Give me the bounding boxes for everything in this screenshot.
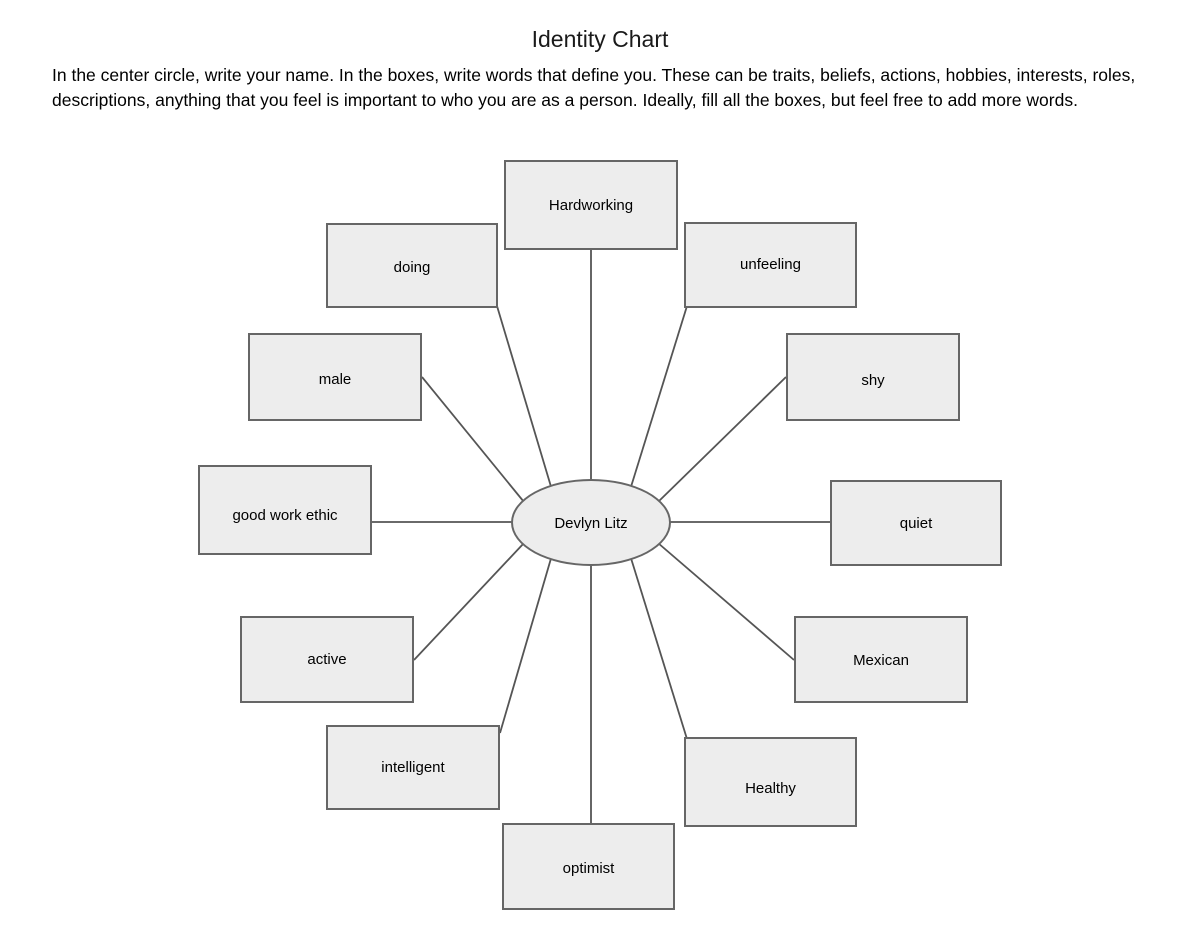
node-label: intelligent [381,759,445,776]
connector-unfeeling [629,305,688,491]
node-label: Healthy [745,780,796,797]
connector-doing [496,305,553,491]
connector-mexican [657,542,795,661]
node-box-good-work-ethic[interactable]: good work ethic [198,465,372,555]
node-box-intelligent[interactable]: intelligent [326,725,500,810]
node-box-male[interactable]: male [248,333,422,421]
node-box-active[interactable]: active [240,616,414,703]
node-label: good work ethic [232,507,338,524]
instructions-paragraph: In the center circle, write your name. I… [52,64,1136,111]
node-label: unfeeling [740,256,801,273]
connector-male [421,376,525,503]
node-box-hardworking[interactable]: Hardworking [504,160,678,250]
page-title: Identity Chart [531,26,669,53]
node-label: Mexican [853,652,909,669]
node-label: active [307,651,347,668]
node-label: optimist [562,860,615,877]
node-label: Hardworking [548,197,634,214]
connector-healthy [629,554,688,740]
connector-shy [657,376,787,503]
node-label: male [318,371,352,388]
node-label: quiet [899,515,933,532]
node-box-doing[interactable]: doing [326,223,498,308]
node-box-healthy[interactable]: Healthy [684,737,857,827]
center-node-ellipse[interactable]: Devlyn Litz [511,479,671,566]
node-box-optimist[interactable]: optimist [502,823,675,910]
node-label: doing [393,259,431,276]
node-box-shy[interactable]: shy [786,333,960,421]
node-box-mexican[interactable]: Mexican [794,616,968,703]
node-box-quiet[interactable]: quiet [830,480,1002,566]
node-box-unfeeling[interactable]: unfeeling [684,222,857,308]
center-node-label: Devlyn Litz [554,515,628,532]
connector-active [413,542,525,661]
connector-intelligent [499,554,553,734]
node-label: shy [861,372,885,389]
